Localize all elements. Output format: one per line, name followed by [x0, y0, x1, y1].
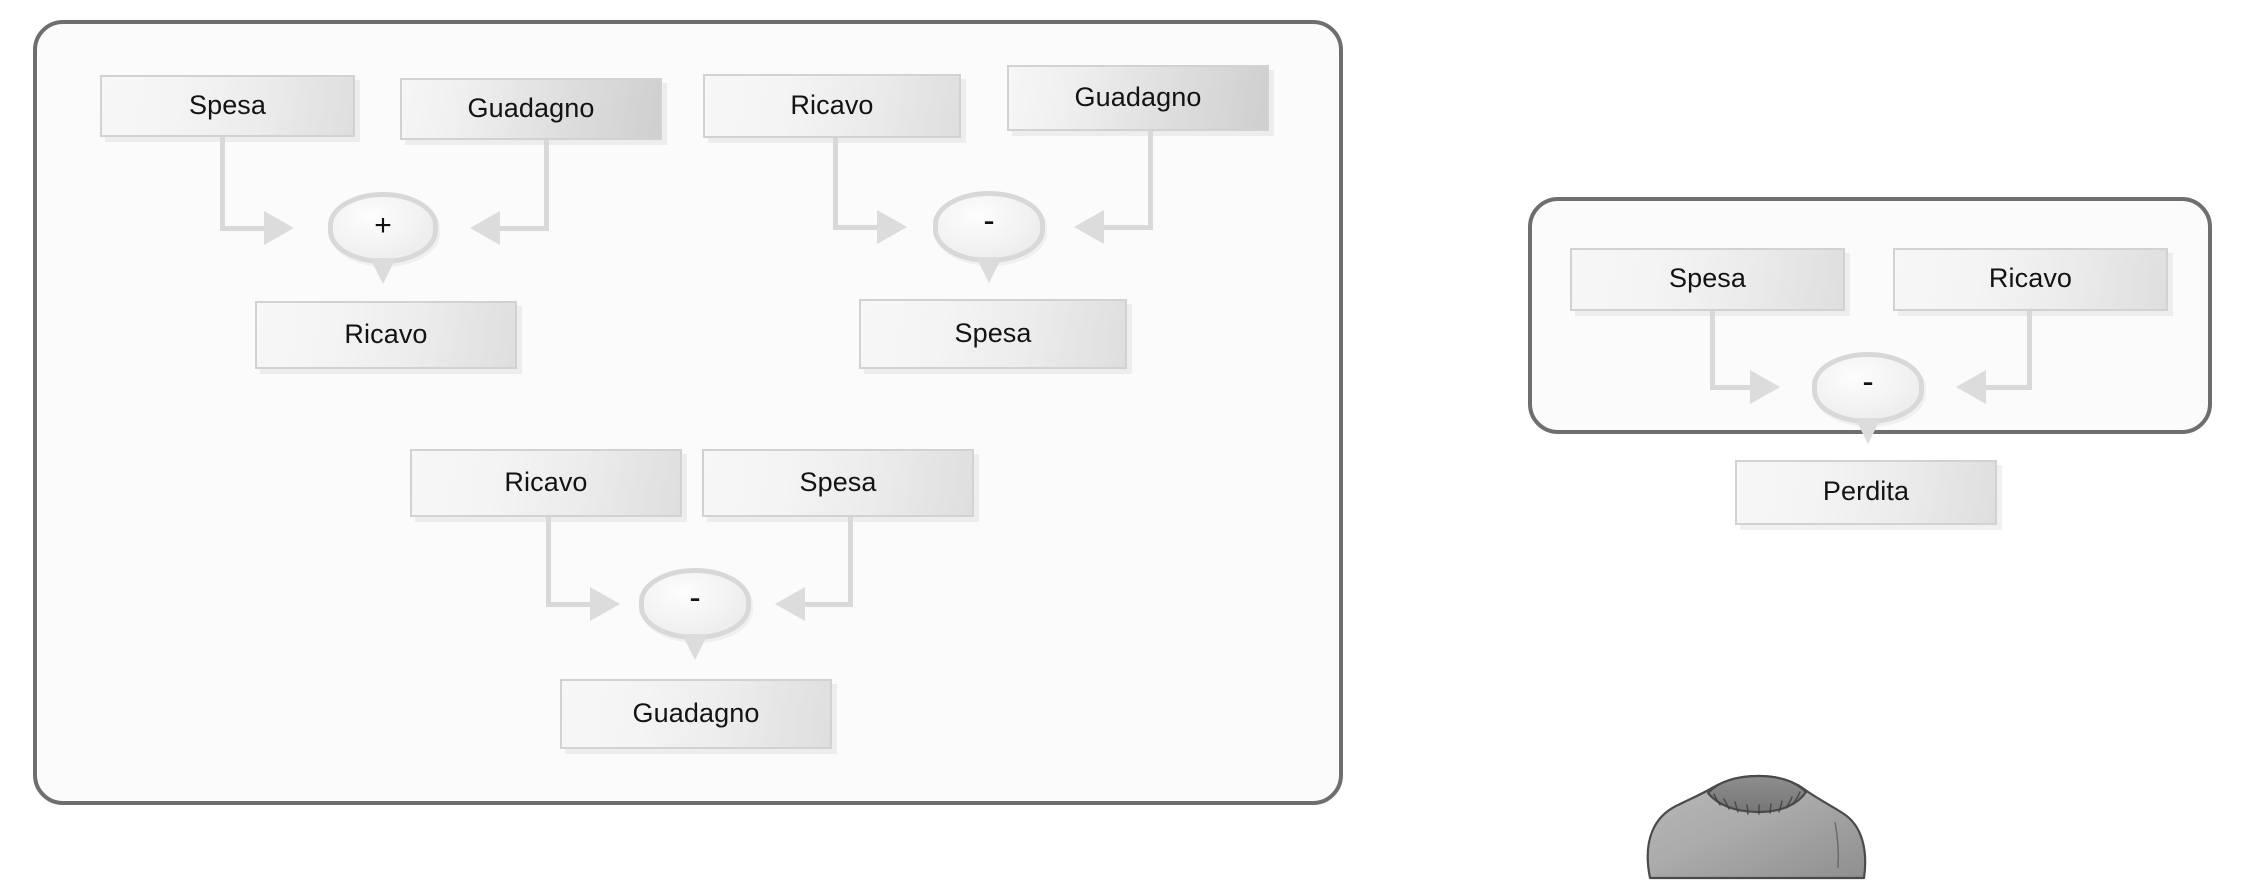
- wire-h-ricavo-f2: [833, 225, 879, 230]
- arrow-left-f2: [1074, 210, 1104, 244]
- wire-h-ricavo-f4: [1986, 385, 2032, 390]
- operator-symbol: -: [689, 579, 701, 617]
- arrow-left-f4: [1956, 370, 1986, 404]
- sweater-illustration: [1646, 774, 1867, 880]
- term-label: Ricavo: [790, 89, 874, 120]
- term-box-spesa-f1[interactable]: Spesa: [100, 75, 355, 137]
- term-label: Perdita: [1822, 476, 1910, 506]
- arrow-down-f3: [682, 634, 708, 660]
- wire-h-spesa-f3: [805, 602, 853, 607]
- term-box-result-guadagno-f3[interactable]: Guadagno: [560, 679, 832, 749]
- operator-node-minus-f2[interactable]: -: [933, 191, 1045, 263]
- operator-node-minus-f4[interactable]: -: [1812, 352, 1924, 424]
- wire-h-guadagno-f1: [500, 226, 549, 231]
- wire-h-guadagno-f2: [1104, 225, 1153, 230]
- sweater-collar-stitches: [1713, 791, 1801, 815]
- wire-v-ricavo-f4: [2027, 311, 2032, 390]
- term-label: Spesa: [954, 317, 1032, 348]
- operator-node-plus-f1[interactable]: +: [328, 192, 438, 264]
- term-label: Guadagno: [632, 697, 760, 728]
- term-label: Guadagno: [467, 92, 595, 123]
- wire-h-ricavo-f3: [546, 602, 592, 607]
- wire-v-spesa-f1: [220, 137, 225, 231]
- term-label: Spesa: [799, 466, 877, 497]
- wire-v-ricavo-f3: [546, 517, 551, 607]
- wire-h-spesa-f1: [220, 226, 266, 231]
- arrow-right-f1: [264, 211, 294, 245]
- wire-v-guadagno-f2: [1148, 131, 1153, 230]
- wire-v-guadagno-f1: [544, 140, 549, 231]
- operator-node-minus-f3[interactable]: -: [639, 568, 751, 640]
- wire-v-spesa-f3: [848, 517, 853, 607]
- arrow-down-f4: [1855, 418, 1881, 444]
- gain-formulas-panel: [33, 20, 1343, 805]
- arrow-down-f2: [976, 257, 1002, 283]
- term-box-ricavo-f3[interactable]: Ricavo: [410, 449, 682, 517]
- term-box-guadagno-f2[interactable]: Guadagno: [1007, 65, 1269, 131]
- term-label: Guadagno: [1074, 81, 1202, 112]
- operator-symbol: +: [374, 209, 392, 242]
- term-box-spesa-f4[interactable]: Spesa: [1570, 248, 1845, 311]
- diagram-stage: Spesa Guadagno + Ricavo Ricavo Guadagno …: [33, 20, 2212, 880]
- arrow-left-f1: [470, 211, 500, 245]
- term-box-result-spesa-f2[interactable]: Spesa: [859, 299, 1127, 369]
- term-box-ricavo-f2[interactable]: Ricavo: [703, 74, 961, 138]
- arrow-down-f1: [370, 258, 396, 284]
- term-label: Ricavo: [344, 318, 428, 349]
- arrow-left-f3: [775, 587, 805, 621]
- wire-v-ricavo-f2: [833, 138, 838, 230]
- term-box-result-perdita-f4[interactable]: Perdita: [1735, 460, 1997, 525]
- term-label: Ricavo: [1988, 263, 2073, 293]
- term-label: Ricavo: [504, 466, 588, 497]
- term-box-spesa-f3[interactable]: Spesa: [702, 449, 974, 517]
- term-label: Spesa: [188, 89, 267, 120]
- term-box-ricavo-f4[interactable]: Ricavo: [1893, 248, 2168, 311]
- term-box-guadagno-f1[interactable]: Guadagno: [400, 78, 662, 140]
- term-label: Spesa: [1668, 263, 1747, 293]
- arrow-right-f3: [590, 587, 620, 621]
- arrow-right-f2: [877, 210, 907, 244]
- operator-symbol: -: [1862, 363, 1874, 401]
- term-box-result-ricavo-f1[interactable]: Ricavo: [255, 301, 517, 369]
- operator-symbol: -: [983, 202, 995, 240]
- wire-h-spesa-f4: [1710, 385, 1752, 390]
- arrow-right-f4: [1750, 370, 1780, 404]
- wire-v-spesa-f4: [1710, 311, 1715, 390]
